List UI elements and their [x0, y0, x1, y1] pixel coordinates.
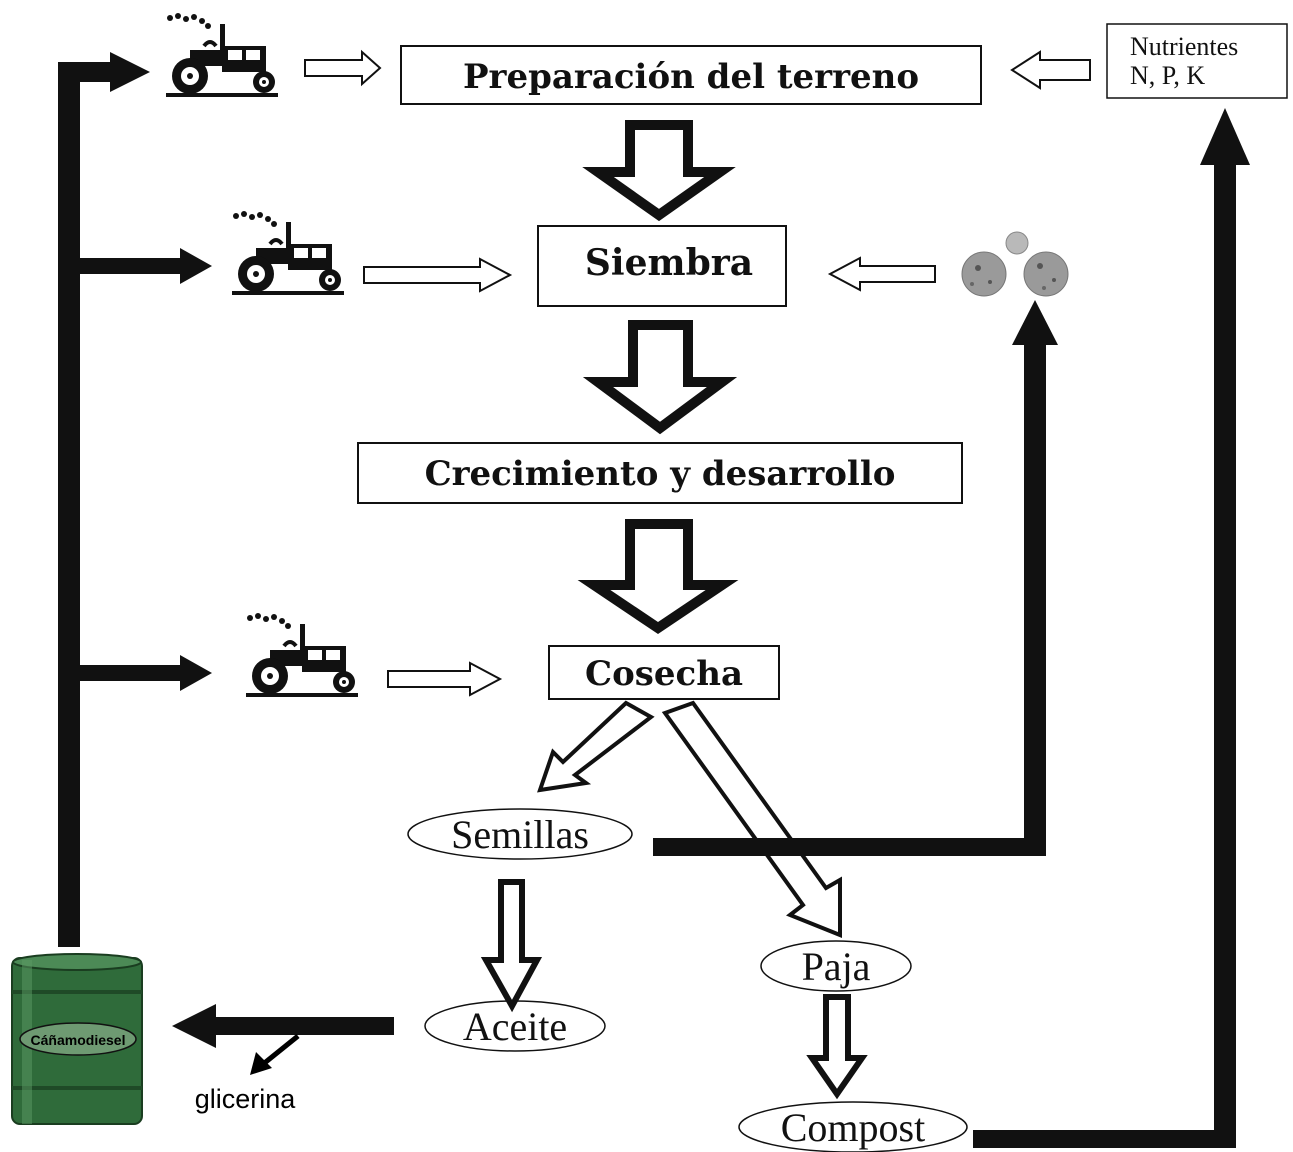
flow-arrow-to-semillas: [537, 700, 655, 793]
step-preparacion: Preparación del terreno: [400, 45, 982, 105]
step-crecimiento-label: Crecimiento y desarrollo: [425, 454, 896, 494]
product-compost-label: Compost: [781, 1105, 925, 1150]
thin-arrow-tractor-1: [304, 49, 382, 87]
step-siembra-label: Siembra: [585, 242, 753, 284]
flow-arrow-to-compost: [806, 994, 868, 1100]
thin-arrow-tractor-2: [363, 257, 513, 293]
barrel-label: Cáñamodiesel: [31, 1032, 126, 1048]
product-aceite: Aceite: [424, 1000, 606, 1052]
compost-to-nutrients-line: [973, 108, 1250, 1148]
product-paja: Paja: [760, 940, 912, 992]
tractor-icon: [244, 611, 360, 699]
thin-arrow-seeds: [827, 256, 936, 292]
tractor-icon: [164, 11, 280, 99]
tractor-icon: [230, 209, 346, 297]
product-semillas-label: Semillas: [451, 812, 589, 857]
flow-arrow-3: [577, 519, 739, 635]
byproduct-label: glicerina: [195, 1084, 297, 1114]
thin-arrow-tractor-3: [387, 661, 503, 697]
product-compost: Compost: [738, 1101, 968, 1152]
fuel-return-line: [58, 52, 212, 947]
nutrients-line1: Nutrientes: [1130, 32, 1238, 61]
step-siembra: Siembra: [537, 225, 787, 307]
flow-arrow-to-aceite: [480, 879, 543, 1013]
nutrients-box: Nutrientes N, P, K: [1106, 23, 1288, 99]
product-semillas: Semillas: [407, 808, 633, 860]
flow-arrow-1: [582, 120, 736, 222]
flow-arrow-2: [582, 320, 738, 435]
flow-arrow-to-paja: [661, 700, 842, 938]
nutrients-line2: N, P, K: [1130, 61, 1205, 90]
seeds-icon: [961, 231, 1069, 297]
step-preparacion-label: Preparación del terreno: [463, 57, 919, 97]
product-aceite-label: Aceite: [463, 1004, 567, 1049]
thin-arrow-nutrients: [1010, 50, 1091, 90]
step-cosecha-label: Cosecha: [585, 654, 743, 694]
glicerina-arrow: [250, 1034, 300, 1075]
semillas-to-seeds-line: [653, 300, 1058, 856]
product-paja-label: Paja: [802, 944, 871, 989]
barrel-icon: Cáñamodiesel: [11, 953, 143, 1125]
step-cosecha: Cosecha: [548, 645, 780, 700]
aceite-to-barrel-arrow: [172, 1004, 394, 1048]
step-crecimiento: Crecimiento y desarrollo: [357, 442, 963, 504]
